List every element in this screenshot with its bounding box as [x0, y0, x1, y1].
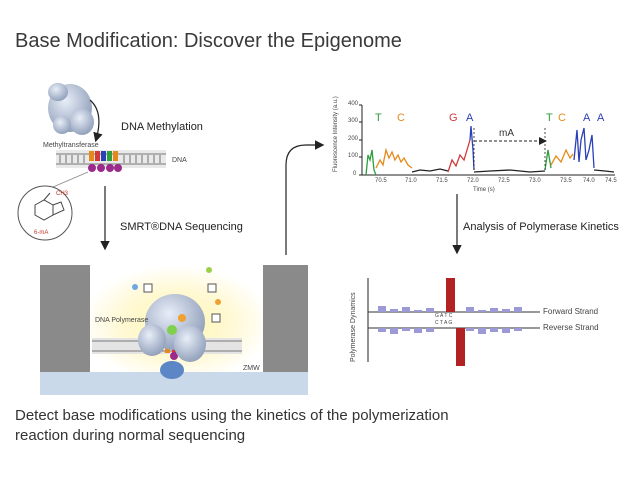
trace-xtick-1: 70.5	[375, 178, 387, 184]
dna-label: DNA	[172, 157, 187, 164]
trace-xlabel: Time (s)	[473, 187, 495, 193]
dna-methylation-label: DNA Methylation	[121, 121, 203, 133]
nucleotides	[132, 267, 221, 323]
ma-label: mA	[499, 128, 514, 139]
methylation-arrow	[89, 99, 103, 143]
trace-xtick-5: 72.5	[498, 178, 510, 184]
caption-line-2: reaction during normal sequencing	[15, 427, 246, 444]
forward-strand-label: Forward Strand	[543, 307, 599, 316]
methyltransferase-enzyme	[48, 83, 94, 135]
base-letter-4: A	[466, 112, 474, 124]
base-letter-7: A	[583, 112, 591, 124]
methyltransferase-label: Methyltransferase	[43, 142, 99, 149]
dna-polymerase-label: DNA Polymerase	[95, 317, 149, 324]
reverse-peak-bar	[456, 328, 465, 366]
six-ma-molecule	[17, 171, 89, 241]
zmw-label: ZMW	[243, 365, 260, 372]
trace-xtick-3: 71.5	[436, 178, 448, 184]
trace-ytick-300: 300	[348, 118, 359, 124]
reverse-strand-label: Reverse Strand	[543, 323, 599, 332]
base-letter-6: C	[558, 112, 566, 124]
analysis-label: Analysis of Polymerase Kinetics	[463, 221, 619, 233]
caption: Detect base modifications using the kine…	[15, 406, 615, 446]
trace-xtick-2: 71.0	[405, 178, 417, 184]
trace-xtick-8: 74.0	[583, 178, 595, 184]
trace-ytick-0: 0	[353, 171, 357, 177]
base-letter-1: T	[375, 112, 382, 124]
kinetics-plot	[367, 278, 540, 366]
trace-ylabel: Fluorescence Intensity (a.u.)	[333, 96, 339, 172]
base-letter-5: T	[546, 112, 553, 124]
trace-ytick-200: 200	[348, 136, 359, 142]
page-title: Base Modification: Discover the Epigenom…	[15, 30, 402, 52]
sequence-top: G A T C	[435, 313, 453, 319]
trace-ytick-400: 400	[348, 101, 359, 107]
trace-ytick-100: 100	[348, 153, 359, 159]
base-letter-3: G	[449, 112, 458, 124]
six-ma-label: 6-mA	[34, 230, 49, 236]
trace-signals	[365, 125, 615, 176]
to-trace-arrow	[285, 140, 325, 255]
polymerase-enzyme	[138, 294, 206, 379]
fluorescence-trace-plot	[359, 104, 615, 176]
reverse-strand-bars	[378, 328, 522, 334]
sequence-bottom: C T A G	[435, 320, 453, 326]
forward-strand-bars	[378, 306, 522, 312]
trace-xtick-9: 74.5	[605, 178, 617, 184]
trace-xtick-7: 73.5	[560, 178, 572, 184]
base-letter-2: C	[397, 112, 405, 124]
kinetics-ylabel: Polymerase Dynamics	[350, 292, 357, 362]
base-letter-8: A	[597, 112, 605, 124]
trace-xtick-6: 73.0	[529, 178, 541, 184]
smrt-sequencing-label: SMRT®DNA Sequencing	[120, 221, 243, 233]
caption-line-1: Detect base modifications using the kine…	[15, 407, 449, 424]
trace-xtick-4: 72.0	[467, 178, 479, 184]
forward-peak-bar	[446, 278, 455, 312]
dna-strand	[56, 150, 166, 172]
ch3-label: CH3	[56, 191, 69, 197]
